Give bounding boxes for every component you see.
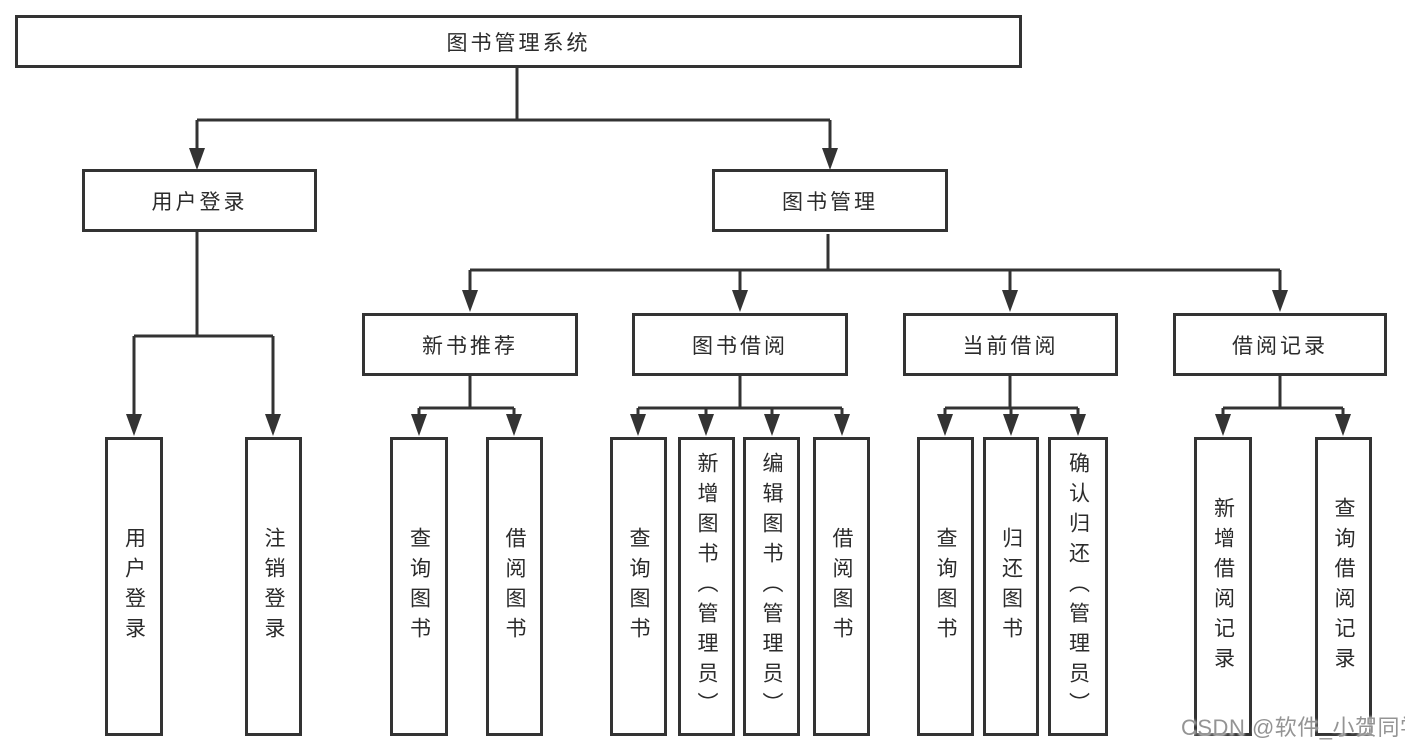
leaf-newbook-borrow-books: 借阅图书 <box>486 437 543 736</box>
node-borrow-records: 借阅记录 <box>1173 313 1387 376</box>
leaf-current-return-books: 归还图书 <box>983 437 1039 736</box>
leaf-newbook-query-books: 查询图书 <box>390 437 448 736</box>
leaf-current-confirm-return-admin: 确认归还（管理员） <box>1048 437 1108 736</box>
leaf-borrowing-query-books: 查询图书 <box>610 437 667 736</box>
node-book-management: 图书管理 <box>712 169 948 232</box>
node-user-login: 用户登录 <box>82 169 317 232</box>
node-new-book-recommend: 新书推荐 <box>362 313 578 376</box>
leaf-logout: 注销登录 <box>245 437 302 736</box>
leaf-user-login: 用户登录 <box>105 437 163 736</box>
arrowheads <box>126 148 1351 436</box>
leaf-borrowing-add-books-admin: 新增图书（管理员） <box>678 437 735 736</box>
leaf-records-add-record: 新增借阅记录 <box>1194 437 1252 736</box>
connector-segments <box>132 68 1345 418</box>
leaf-borrowing-edit-books-admin: 编辑图书（管理员） <box>743 437 800 736</box>
leaf-records-query-record: 查询借阅记录 <box>1315 437 1372 736</box>
node-book-borrowing: 图书借阅 <box>632 313 848 376</box>
leaf-borrowing-borrow-books: 借阅图书 <box>813 437 870 736</box>
node-library-system: 图书管理系统 <box>15 15 1022 68</box>
node-current-borrowing: 当前借阅 <box>903 313 1118 376</box>
watermark-csdn: CSDN @软件_小贺同学 <box>1181 715 1405 740</box>
leaf-current-query-books: 查询图书 <box>917 437 974 736</box>
